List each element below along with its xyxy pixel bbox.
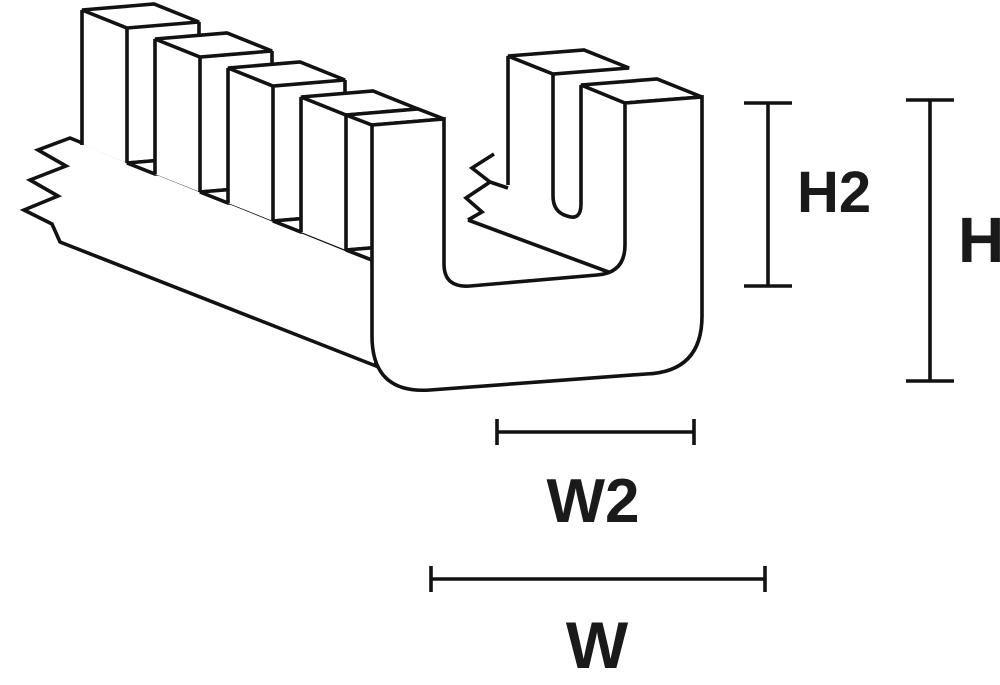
dimension-w: W	[429, 566, 767, 682]
web-junction-line	[467, 218, 623, 279]
dimension-w2: W2	[495, 419, 696, 536]
base-side-face	[19, 136, 378, 369]
rear-notch-u	[551, 74, 583, 219]
h-label: H	[958, 204, 1000, 276]
break-line	[463, 152, 495, 222]
far-tooth-body	[508, 50, 629, 205]
dimension-h: H	[906, 98, 1000, 383]
w2-label: W2	[547, 467, 640, 536]
rear-root-line	[489, 180, 509, 190]
w-label: W	[566, 608, 629, 682]
cross-section-face	[370, 95, 704, 393]
far-wall-teeth	[463, 48, 703, 279]
h2-label: H2	[797, 160, 871, 225]
dimension-h2: H2	[744, 101, 871, 288]
base-strip	[19, 136, 378, 369]
